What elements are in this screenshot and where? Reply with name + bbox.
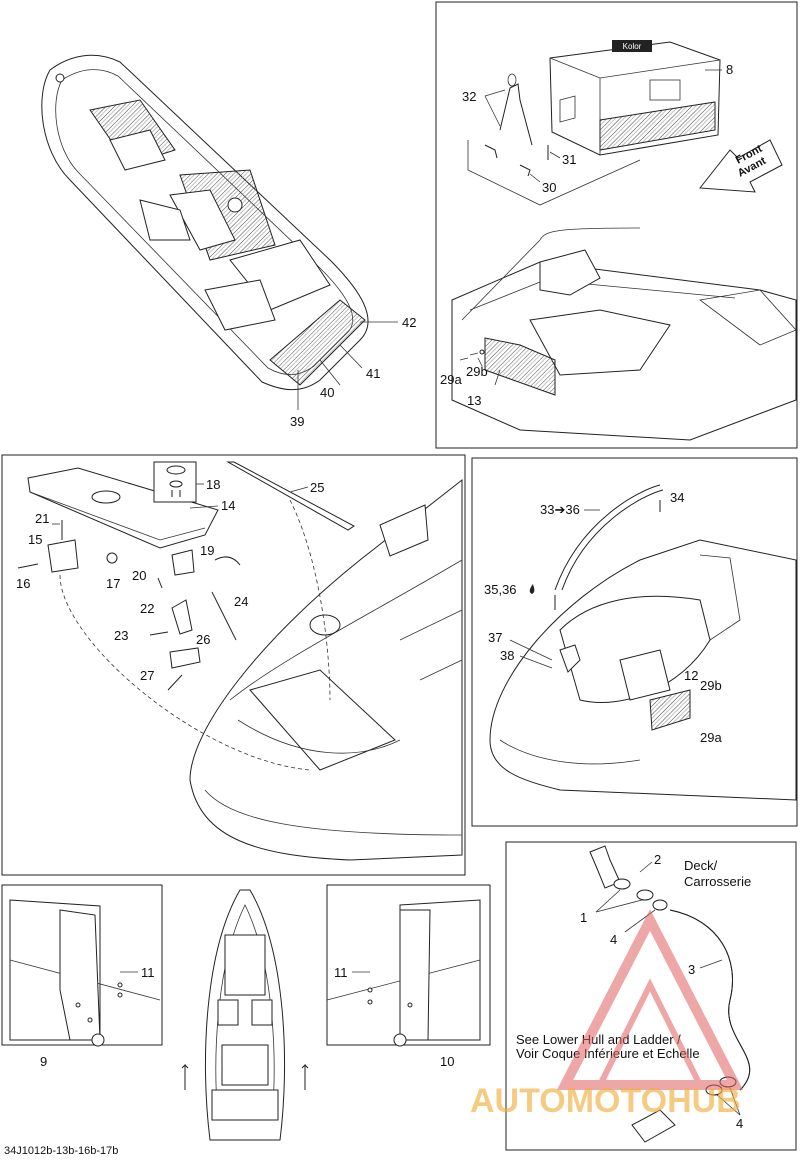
callout-29b: 29b	[466, 364, 488, 379]
footer-code: 34J1012b-13b-16b-17b	[4, 1145, 118, 1157]
callout-42: 42	[402, 315, 416, 330]
callout-20: 20	[132, 568, 146, 583]
bow-storage	[489, 484, 797, 801]
callout-29a: 29a	[440, 372, 462, 387]
callout-23: 23	[114, 628, 128, 643]
hinge-parts	[17, 520, 241, 691]
callout-9: 9	[40, 1054, 47, 1069]
callout-32: 32	[462, 89, 476, 104]
callout-17: 17	[106, 576, 120, 591]
callout-11-right: 11	[334, 965, 348, 980]
callout-4-bottom: 4	[736, 1116, 743, 1131]
deck-label-en: Deck/	[684, 858, 718, 873]
seat-cushion	[27, 467, 219, 549]
callout-1: 1	[580, 910, 587, 925]
callout-26: 26	[196, 632, 210, 647]
callout-27: 27	[140, 668, 154, 683]
callout-18: 18	[206, 477, 220, 492]
boat-top-view	[41, 54, 369, 391]
callout-22: 22	[140, 601, 154, 616]
callout-2: 2	[654, 852, 661, 867]
callout-11-left: 11	[141, 965, 155, 980]
callout-35-36: 35,36	[484, 582, 517, 597]
see-note-fr: Voir Coque Inférieure et Echelle	[516, 1046, 700, 1061]
callout-31: 31	[562, 152, 576, 167]
callout-3: 3	[688, 962, 695, 977]
cooler: Kolor	[549, 40, 721, 156]
deck-label-fr: Carrosserie	[684, 874, 751, 889]
callout-12: 12	[684, 668, 698, 683]
callout-25: 25	[310, 480, 324, 495]
see-note-en: See Lower Hull and Ladder /	[516, 1032, 681, 1047]
callout-14: 14	[221, 498, 235, 513]
callout-41: 41	[366, 366, 380, 381]
stern-storage	[451, 227, 797, 441]
callout-33-36: 33➔36	[540, 502, 580, 517]
panel-drain	[505, 841, 797, 1151]
callout-15: 15	[28, 532, 42, 547]
strap-parts	[484, 73, 549, 177]
callout-19: 19	[200, 543, 214, 558]
watermark-logo	[556, 909, 744, 1090]
watermark-text: AUTOMOTOHUB	[470, 1082, 741, 1120]
callout-38: 38	[500, 648, 514, 663]
callout-21: 21	[35, 511, 49, 526]
fasteners-18	[153, 461, 197, 503]
callout-4-top: 4	[610, 932, 617, 947]
callout-37: 37	[488, 630, 502, 645]
callout-lines-top-left	[297, 321, 398, 410]
callout-8: 8	[726, 62, 733, 77]
left-side-plate	[9, 899, 161, 1047]
callout-10: 10	[440, 1054, 454, 1069]
callout-16: 16	[16, 576, 30, 591]
seal-strip	[226, 461, 355, 531]
callout-34: 34	[670, 490, 684, 505]
callout-40: 40	[320, 385, 334, 400]
boat-front-view	[204, 889, 286, 1141]
cooler-logo: Kolor	[623, 42, 642, 51]
callout-24: 24	[234, 594, 248, 609]
callout-29a-bow: 29a	[700, 730, 722, 745]
callout-39: 39	[290, 414, 304, 429]
callout-29b-bow: 29b	[700, 678, 722, 693]
drop-icon	[529, 584, 535, 594]
right-side-plate	[326, 899, 481, 1047]
bow-deck	[59, 478, 463, 861]
callout-30: 30	[542, 180, 556, 195]
callout-13: 13	[467, 393, 481, 408]
